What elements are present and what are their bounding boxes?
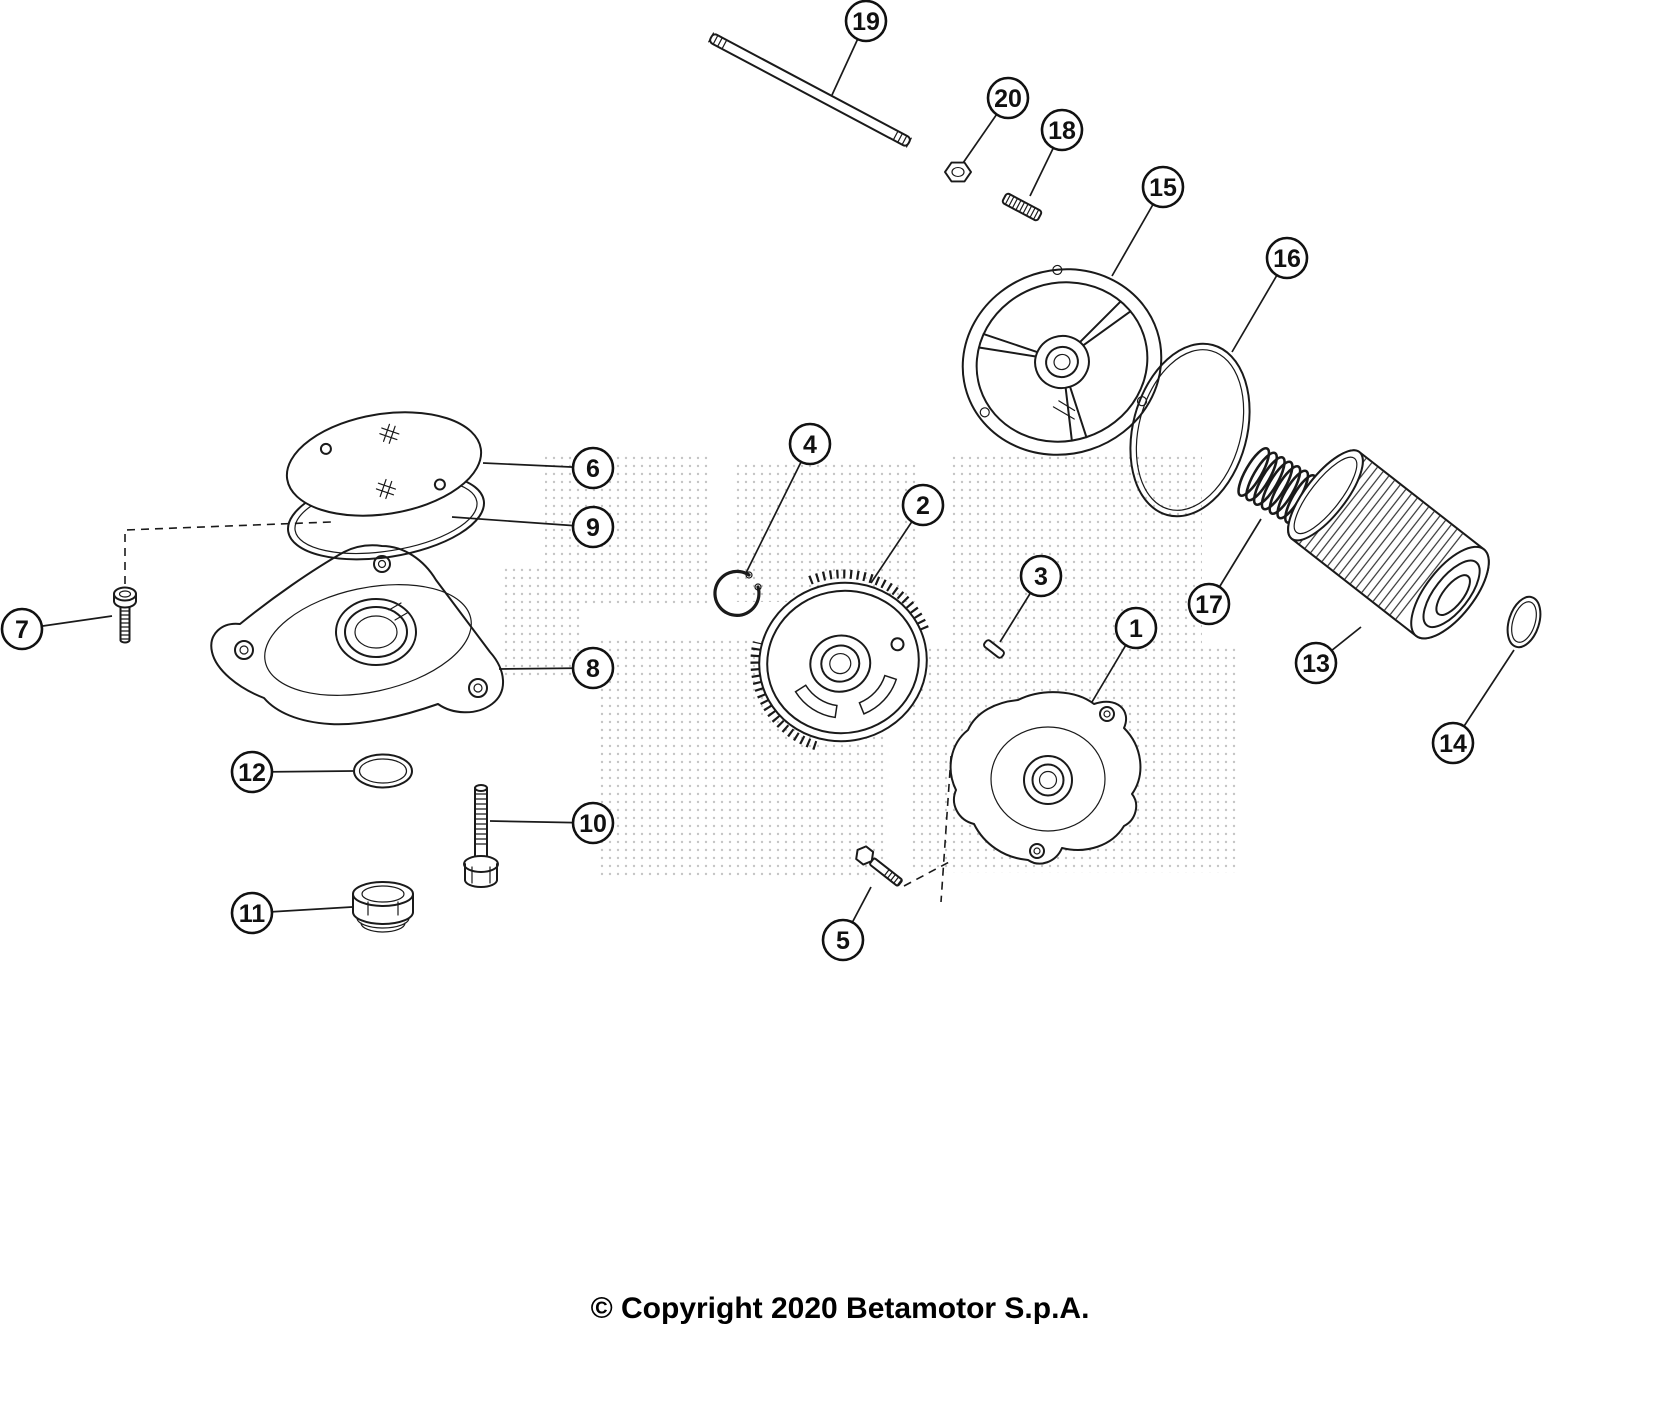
callout-5-label: 5 [836, 927, 850, 955]
callout-6[interactable]: 6 [571, 446, 615, 490]
callout-20[interactable]: 20 [986, 76, 1030, 120]
callout-19[interactable]: 19 [844, 0, 888, 43]
callout-15-label: 15 [1149, 174, 1177, 202]
callout-17[interactable]: 17 [1187, 582, 1231, 626]
callout-7[interactable]: 7 [0, 607, 44, 651]
part-4-snap-ring [713, 569, 762, 617]
part-11-drain-plug [352, 881, 414, 933]
assembly-dashed-line-pump-vertical [940, 755, 952, 903]
assembly-dashed-line-left [124, 521, 332, 584]
callout-3-label: 3 [1034, 563, 1048, 591]
leader-line-4 [745, 443, 811, 574]
part-8-mounting-plate [210, 544, 505, 726]
callout-16-label: 16 [1273, 245, 1301, 273]
part-14-small-o-ring [1506, 595, 1542, 649]
callout-9-label: 9 [586, 514, 600, 542]
assembly-dashed-line-bolt [903, 860, 952, 887]
part-6-cover-disc [285, 411, 483, 517]
callout-1[interactable]: 1 [1114, 606, 1158, 650]
callout-18-label: 18 [1048, 117, 1076, 145]
part-12-o-ring [353, 753, 413, 789]
part-10-long-bolt [463, 784, 499, 888]
part-15-spoked-cover [961, 264, 1163, 456]
callout-13[interactable]: 13 [1294, 641, 1338, 685]
callout-11[interactable]: 11 [230, 891, 274, 935]
part-2-rotor-gear [750, 569, 929, 750]
callout-20-label: 20 [994, 85, 1022, 113]
part-5-bolt [855, 845, 903, 887]
callout-7-label: 7 [15, 616, 29, 644]
callout-2-label: 2 [916, 492, 930, 520]
callout-4-label: 4 [803, 431, 817, 459]
callout-14[interactable]: 14 [1431, 721, 1475, 765]
part-1-pump-body [949, 691, 1142, 865]
callout-15[interactable]: 15 [1141, 165, 1185, 209]
callout-9[interactable]: 9 [571, 505, 615, 549]
callout-11-label: 11 [239, 900, 266, 928]
callout-8[interactable]: 8 [571, 646, 615, 690]
callout-3[interactable]: 3 [1019, 554, 1063, 598]
copyright-text: © Copyright 2020 Betamotor S.p.A. [591, 1292, 1090, 1325]
part-3-pin [983, 639, 1005, 659]
callout-18[interactable]: 18 [1040, 108, 1084, 152]
part-19-rod [708, 32, 912, 148]
callout-10[interactable]: 10 [571, 801, 615, 845]
callout-14-label: 14 [1439, 730, 1467, 758]
callout-16[interactable]: 16 [1265, 236, 1309, 280]
callout-12-label: 12 [238, 759, 266, 787]
callout-1-label: 1 [1129, 615, 1143, 643]
part-16-large-o-ring [1129, 342, 1251, 518]
part-18-stud [1001, 192, 1043, 222]
callout-17-label: 17 [1195, 591, 1223, 619]
part-13-oil-filter [1287, 449, 1490, 640]
leader-line-9 [451, 516, 594, 528]
callout-8-label: 8 [586, 655, 600, 683]
callout-13-label: 13 [1302, 650, 1330, 678]
callout-6-label: 6 [586, 455, 600, 483]
part-7-screw [113, 586, 137, 644]
callout-5[interactable]: 5 [821, 918, 865, 962]
callout-10-label: 10 [579, 810, 607, 838]
callout-4[interactable]: 4 [788, 422, 832, 466]
callout-19-label: 19 [852, 8, 880, 36]
callout-2[interactable]: 2 [901, 483, 945, 527]
callout-12[interactable]: 12 [230, 750, 274, 794]
part-20-nut [944, 161, 972, 183]
